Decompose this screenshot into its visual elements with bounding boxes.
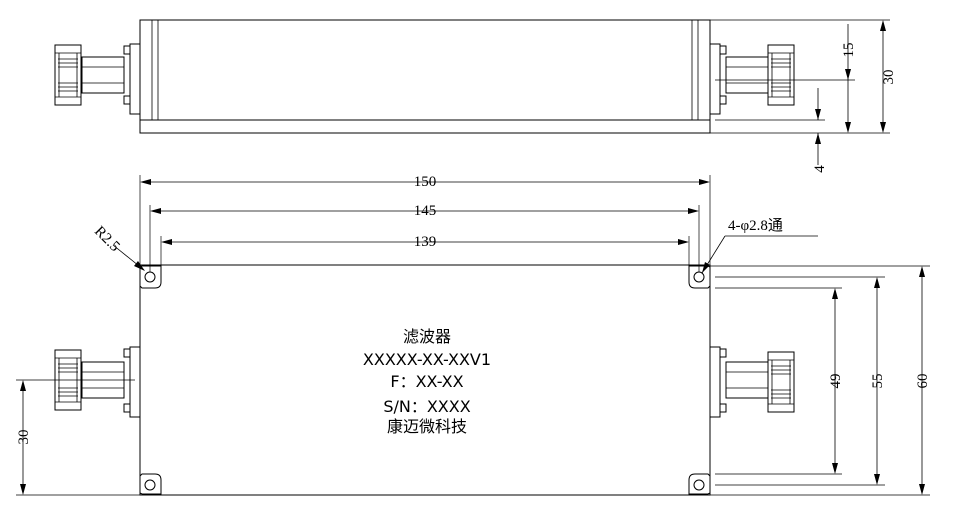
front-right-connector	[709, 346, 795, 418]
mounting-hole	[688, 265, 711, 289]
front-view-dimensions	[16, 175, 930, 496]
top-view-body	[139, 19, 711, 134]
front-left-connector	[54, 346, 141, 418]
dim-length-overall: 150	[414, 174, 437, 190]
product-label: 滤波器 XXXXX-XX-XXV1 F：XX-XX S/N：XXXX 康迈微科技	[363, 327, 491, 436]
top-right-connector	[709, 43, 795, 115]
label-frequency: F：XX-XX	[390, 372, 463, 391]
mounting-hole	[688, 473, 711, 495]
dim-hole-callout: 4-φ2.8通	[728, 217, 783, 234]
dim-top-connector-offset: 15	[841, 43, 857, 58]
dim-connector-height: 30	[16, 430, 32, 445]
label-model-number: XXXXX-XX-XXV1	[363, 350, 491, 369]
dim-corner-radius: R2.5	[91, 223, 123, 255]
dimension-labels: 30 15 4 150 145 139 R2.5 4-φ2.8通 49 55 6…	[16, 43, 931, 445]
mounting-hole	[139, 473, 162, 495]
label-serial-number: S/N：XXXX	[383, 397, 470, 416]
top-view	[54, 19, 890, 165]
dim-length-holes: 145	[414, 203, 437, 219]
label-product-name: 滤波器	[403, 327, 451, 346]
dim-width-inner: 55	[870, 374, 886, 389]
dim-width-overall: 60	[915, 374, 931, 389]
dim-width-holes: 49	[828, 374, 844, 389]
front-view	[16, 175, 930, 496]
dim-top-height: 30	[881, 70, 897, 85]
top-view-dimensions	[710, 19, 890, 165]
label-company: 康迈微科技	[387, 417, 467, 436]
dim-top-flange: 4	[812, 165, 828, 173]
top-left-connector	[54, 43, 141, 115]
dim-length-inner: 139	[414, 234, 437, 250]
